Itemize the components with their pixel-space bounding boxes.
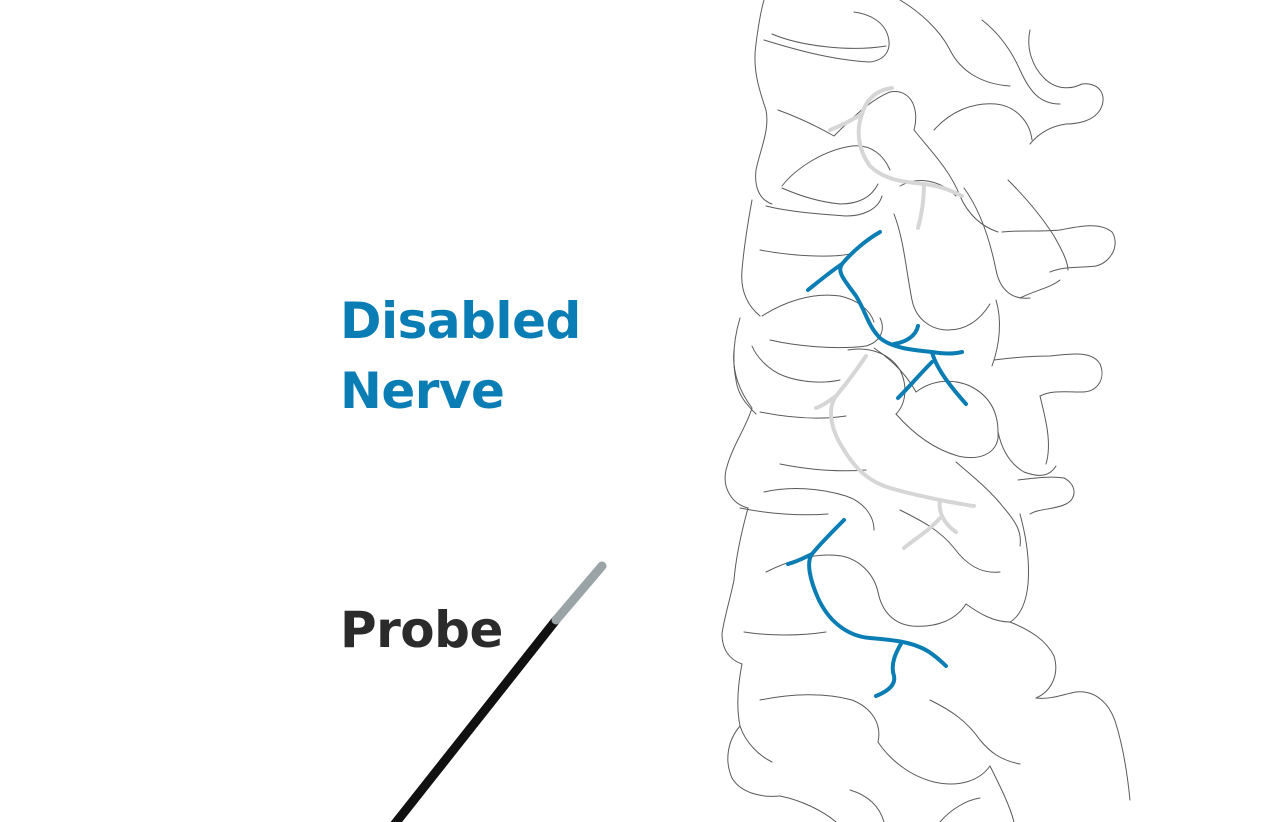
disabled-nerve-upper-branch-down	[932, 352, 966, 404]
inactive-nerve-upper	[859, 88, 962, 196]
probe-label: Probe	[340, 605, 503, 655]
disabled-nerve-upper	[840, 232, 962, 354]
disabled-nerve-lower	[809, 520, 946, 666]
spine-outline	[722, 0, 1130, 822]
vertebra-2	[742, 180, 1115, 366]
inactive-nerves	[816, 88, 974, 548]
inactive-nerve-lower-branch-2	[940, 500, 956, 532]
vertebra-3	[725, 318, 1102, 508]
inactive-nerve-lower	[831, 356, 974, 506]
inactive-nerve-lower-branch-3	[904, 518, 940, 548]
disabled-nerve-label: Disabled Nerve	[340, 296, 581, 436]
disabled-nerve-lower-branch-down	[876, 642, 902, 696]
disabled-nerve-upper-branch-left	[808, 264, 842, 290]
vertebra-1	[755, 0, 1103, 232]
disabled-nerve-label-line1: Disabled	[340, 296, 581, 346]
disabled-nerve-upper-branch-down-2	[898, 362, 932, 398]
disabled-nerves	[788, 232, 966, 696]
probe-tip	[556, 566, 602, 620]
disabled-nerve-label-line2: Nerve	[340, 366, 581, 416]
disabled-nerve-upper-hook	[894, 326, 918, 344]
inactive-nerve-upper-branch-2	[918, 184, 924, 228]
